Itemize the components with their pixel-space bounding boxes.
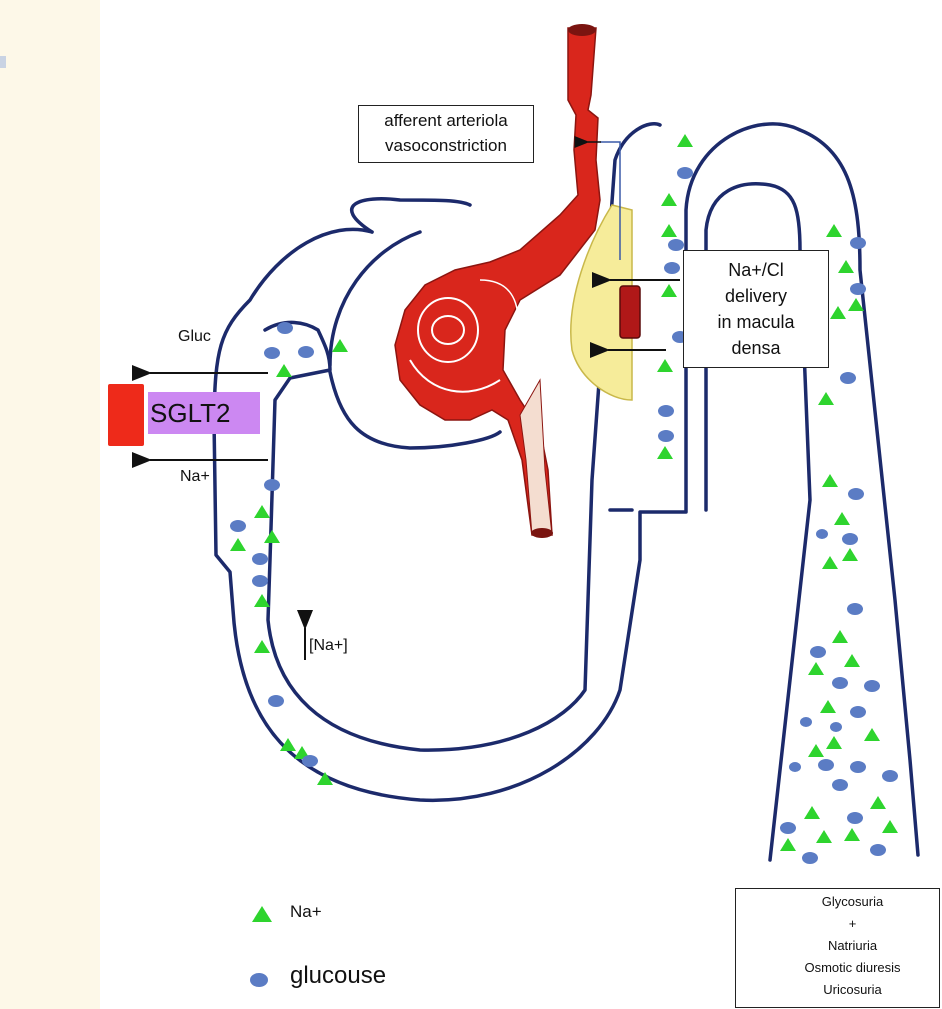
triangle-marker bbox=[254, 505, 270, 518]
triangle-marker bbox=[816, 830, 832, 843]
outcome-plus: + bbox=[766, 913, 939, 935]
legend-triangle-marker bbox=[252, 906, 272, 922]
triangle-marker bbox=[808, 744, 824, 757]
triangle-marker bbox=[230, 538, 246, 551]
triangle-marker bbox=[826, 224, 842, 237]
triangle-marker bbox=[276, 364, 292, 377]
sglt2-label: SGLT2 bbox=[148, 392, 260, 434]
triangle-marker bbox=[818, 392, 834, 405]
triangle-marker bbox=[264, 530, 280, 543]
triangle-marker bbox=[870, 796, 886, 809]
triangle-marker bbox=[657, 359, 673, 372]
outcome-natriuria: Natriuria bbox=[766, 935, 939, 957]
afferent-label-line-1: afferent arteriola bbox=[359, 108, 533, 133]
triangle-marker bbox=[822, 556, 838, 569]
afferent-arteriole bbox=[395, 24, 600, 538]
triangle-marker bbox=[661, 224, 677, 237]
triangle-marker bbox=[332, 339, 348, 352]
triangle-marker bbox=[864, 728, 880, 741]
sodium-concentration-label: [Na+] bbox=[309, 637, 348, 655]
gluc-label: Gluc bbox=[178, 328, 211, 346]
macula-label-line-3: in macula bbox=[684, 309, 828, 335]
afferent-label-line-2: vasoconstriction bbox=[359, 133, 533, 158]
outcomes-box: Glycosuria + Natriuria Osmotic diuresis … bbox=[735, 888, 940, 1008]
macula-densa-delivery-box: Na+/Cl delivery in macula densa bbox=[683, 250, 829, 368]
triangle-marker bbox=[804, 806, 820, 819]
legend-circle-marker bbox=[250, 973, 268, 987]
triangle-marker bbox=[661, 284, 677, 297]
outcome-osmotic-diuresis: Osmotic diuresis bbox=[766, 957, 939, 979]
triangle-marker bbox=[661, 193, 677, 206]
tubule-inner-wall bbox=[265, 124, 660, 750]
sglt2-transporter-block bbox=[108, 384, 144, 446]
legend-na-label: Na+ bbox=[290, 902, 322, 922]
capsule-top-edge bbox=[352, 199, 470, 232]
triangle-marker bbox=[780, 838, 796, 851]
na-arrow-label: Na+ bbox=[180, 468, 210, 486]
triangle-marker bbox=[838, 260, 854, 273]
triangle-marker bbox=[826, 736, 842, 749]
triangle-marker bbox=[677, 134, 693, 147]
triangle-marker bbox=[254, 640, 270, 653]
triangle-marker bbox=[844, 654, 860, 667]
triangle-marker bbox=[832, 630, 848, 643]
triangle-marker bbox=[842, 548, 858, 561]
triangle-marker bbox=[657, 446, 673, 459]
outcome-glycosuria: Glycosuria bbox=[766, 891, 939, 913]
macula-label-line-4: densa bbox=[684, 335, 828, 361]
macula-label-line-1: Na+/Cl bbox=[684, 257, 828, 283]
macula-label-line-2: delivery bbox=[684, 283, 828, 309]
triangle-marker bbox=[834, 512, 850, 525]
triangle-marker bbox=[830, 306, 846, 319]
triangle-marker bbox=[822, 474, 838, 487]
triangle-marker bbox=[820, 700, 836, 713]
macula-cell-marker bbox=[620, 286, 640, 338]
triangle-marker bbox=[808, 662, 824, 675]
afferent-vasoconstriction-box: afferent arteriola vasoconstriction bbox=[358, 105, 534, 163]
outcome-uricosuria: Uricosuria bbox=[766, 979, 939, 1001]
legend-glucose-label: glucouse bbox=[290, 962, 386, 990]
triangle-marker bbox=[844, 828, 860, 841]
triangle-marker bbox=[882, 820, 898, 833]
